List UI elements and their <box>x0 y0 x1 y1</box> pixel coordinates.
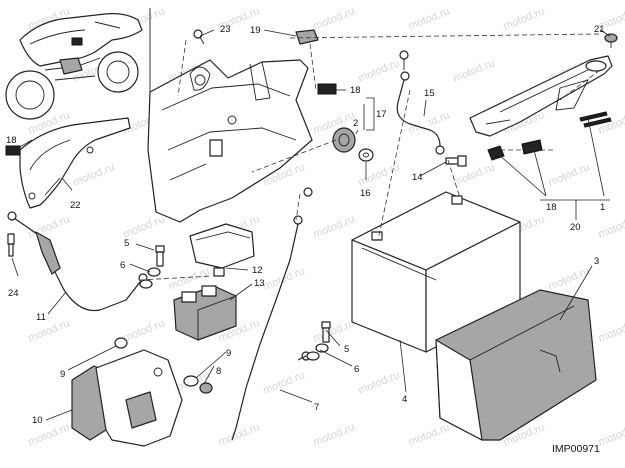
watermark-text: motod.ru <box>357 369 402 396</box>
callout-14: 14 <box>412 172 423 183</box>
washer-6a <box>147 267 161 277</box>
clip-19 <box>295 29 319 45</box>
watermark-text: motod.ru <box>312 5 357 32</box>
battery-case-3 <box>435 289 597 441</box>
callout-18c: 18 <box>546 202 557 213</box>
watermark-text: motod.ru <box>122 317 167 344</box>
callout-2: 2 <box>353 118 358 129</box>
washer-9b <box>183 375 199 387</box>
callout-10: 10 <box>32 415 43 426</box>
watermark-text: motod.ru <box>72 161 117 188</box>
ground-cable-15 <box>396 50 445 155</box>
alignment-lines <box>139 33 601 281</box>
watermark-text: motod.ru <box>547 161 592 188</box>
watermark-text: motod.ru <box>312 421 357 448</box>
screw-upper-7 <box>303 187 313 197</box>
watermark-text: motod.ru <box>312 213 357 240</box>
nut-8 <box>199 382 213 394</box>
watermark-text: motod.ru <box>597 317 625 344</box>
callout-12: 12 <box>252 265 263 276</box>
relay-cover-12 <box>189 223 255 277</box>
washer-16 <box>358 148 374 162</box>
callout-5b: 5 <box>344 344 349 355</box>
battery-cover-1 <box>469 55 613 137</box>
drawing-code: IMP00971 <box>552 443 600 455</box>
rubber-pad-18 <box>5 145 21 156</box>
callout-9b: 9 <box>226 348 231 359</box>
watermark-text: motod.ru <box>597 421 625 448</box>
washer-9a <box>114 337 128 349</box>
callout-23: 23 <box>220 24 231 35</box>
callout-6a: 6 <box>120 260 125 271</box>
callout-7: 7 <box>314 402 319 413</box>
callout-3: 3 <box>594 256 599 267</box>
washer-6b <box>315 343 329 353</box>
watermark-text: motod.ru <box>27 317 72 344</box>
watermark-text: motod.ru <box>407 5 452 32</box>
watermark-text: motod.ru <box>597 213 625 240</box>
callout-1: 1 <box>600 202 605 213</box>
callout-22: 22 <box>70 200 81 211</box>
leader-lines <box>11 29 611 421</box>
bolt-5b <box>321 321 331 343</box>
bolt-24 <box>7 233 15 257</box>
callout-16: 16 <box>360 188 371 199</box>
watermark-text: motod.ru <box>262 369 307 396</box>
bolt-14 <box>445 155 467 167</box>
callout-18a: 18 <box>350 85 361 96</box>
callout-19: 19 <box>250 25 261 36</box>
watermark-text: motod.ru <box>262 265 307 292</box>
rubber-pad-18b <box>317 83 337 95</box>
watermark-text: motod.ru <box>357 57 402 84</box>
watermark-text: motod.ru <box>407 421 452 448</box>
callout-13: 13 <box>254 278 265 289</box>
battery-4 <box>351 191 521 353</box>
callout-11: 11 <box>36 312 46 323</box>
starter-solenoid-13 <box>173 285 237 341</box>
watermark-text: motod.ru <box>122 213 167 240</box>
watermark-text: motod.ru <box>312 317 357 344</box>
callout-17: 17 <box>376 109 387 120</box>
callout-4: 4 <box>402 394 407 405</box>
callout-9a: 9 <box>60 369 65 380</box>
watermark-text: motod.ru <box>217 421 262 448</box>
callout-5a: 5 <box>124 238 129 249</box>
callout-labels: 23 19 21 18 17 2 16 14 15 18 22 5 6 12 1… <box>6 24 605 426</box>
callout-18b: 18 <box>6 135 17 146</box>
callout-8: 8 <box>216 366 221 377</box>
callout-20: 20 <box>570 222 581 233</box>
washer-6b2 <box>306 351 320 361</box>
washer-6a2 <box>139 279 153 289</box>
bolt-5a <box>155 245 165 267</box>
watermark-text: motod.ru <box>452 57 497 84</box>
screw-21 <box>604 33 618 48</box>
callout-21: 21 <box>594 24 605 35</box>
bracket-22 <box>5 117 131 209</box>
watermark-text: motod.ru <box>357 161 402 188</box>
callout-6b: 6 <box>354 364 359 375</box>
callout-15: 15 <box>424 88 435 99</box>
callout-24: 24 <box>8 288 19 299</box>
battery-tray-holder-17 <box>147 59 313 223</box>
battery-cable-11 <box>7 211 148 312</box>
watermark-text: motod.ru <box>502 5 547 32</box>
bracket-10 <box>71 349 183 447</box>
screw-23 <box>193 29 205 45</box>
grommet-2 <box>332 127 356 153</box>
